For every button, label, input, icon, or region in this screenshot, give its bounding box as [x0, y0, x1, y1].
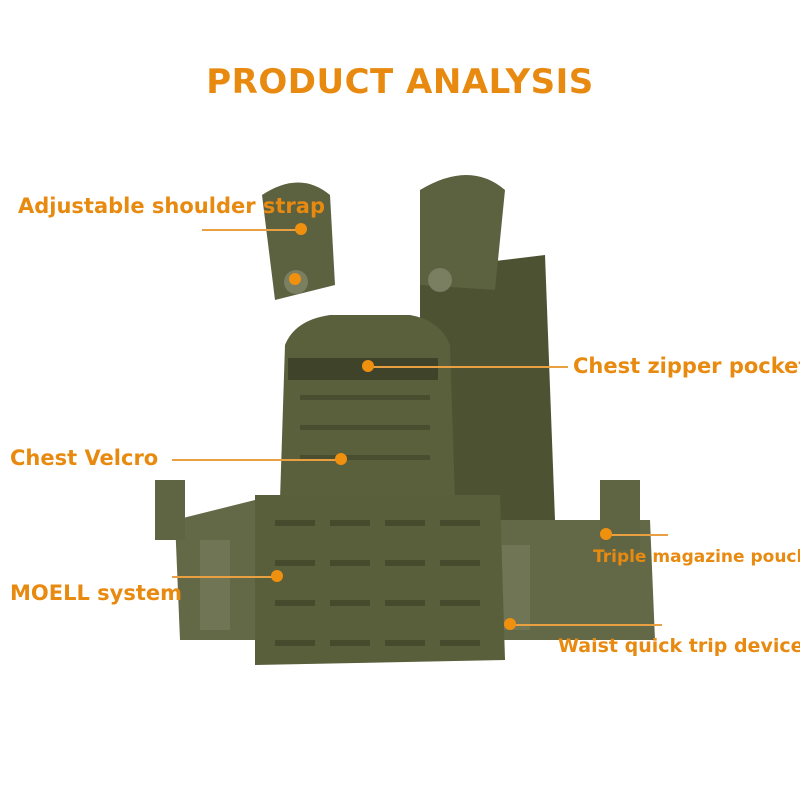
- leader-line: [510, 624, 662, 626]
- marker-dot: [335, 453, 347, 465]
- leader-line: [606, 534, 668, 536]
- label-adjustable-shoulder-strap: Adjustable shoulder strap: [18, 194, 325, 218]
- leader-line: [172, 576, 276, 578]
- leader-line: [172, 459, 340, 461]
- marker-dot: [271, 570, 283, 582]
- leader-line: [202, 229, 300, 231]
- marker-dot: [289, 273, 301, 285]
- label-molle-system: MOELL system: [10, 581, 183, 605]
- page-title: PRODUCT ANALYSIS: [206, 62, 594, 102]
- label-chest-zipper-pocket: Chest zipper pocket: [573, 354, 800, 378]
- marker-dot: [504, 618, 516, 630]
- label-triple-magazine-pouch: Triple magazine pouch: [593, 547, 800, 567]
- leader-line: [368, 366, 568, 368]
- marker-dot: [600, 528, 612, 540]
- marker-dot: [362, 360, 374, 372]
- label-waist-quick-trip-device: Waist quick trip device: [558, 635, 800, 657]
- marker-dot: [295, 223, 307, 235]
- label-chest-velcro: Chest Velcro: [10, 446, 159, 470]
